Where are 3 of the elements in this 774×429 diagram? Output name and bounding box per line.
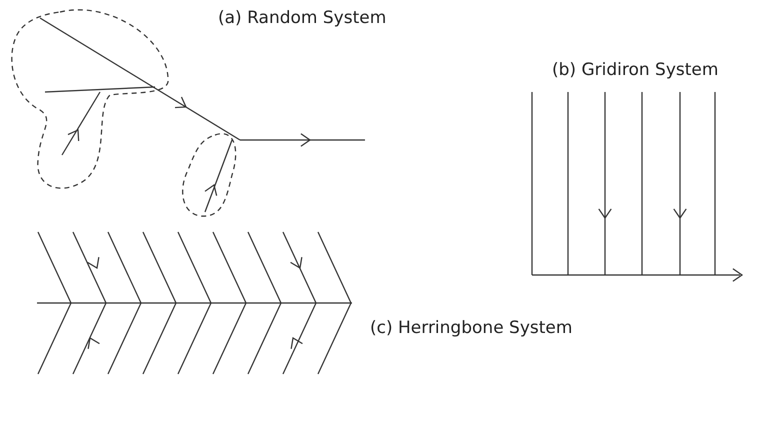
caption: (c) Herringbone System <box>370 318 572 338</box>
caption: (a) Random System <box>218 8 386 28</box>
caption: (b) Gridiron System <box>552 60 718 80</box>
